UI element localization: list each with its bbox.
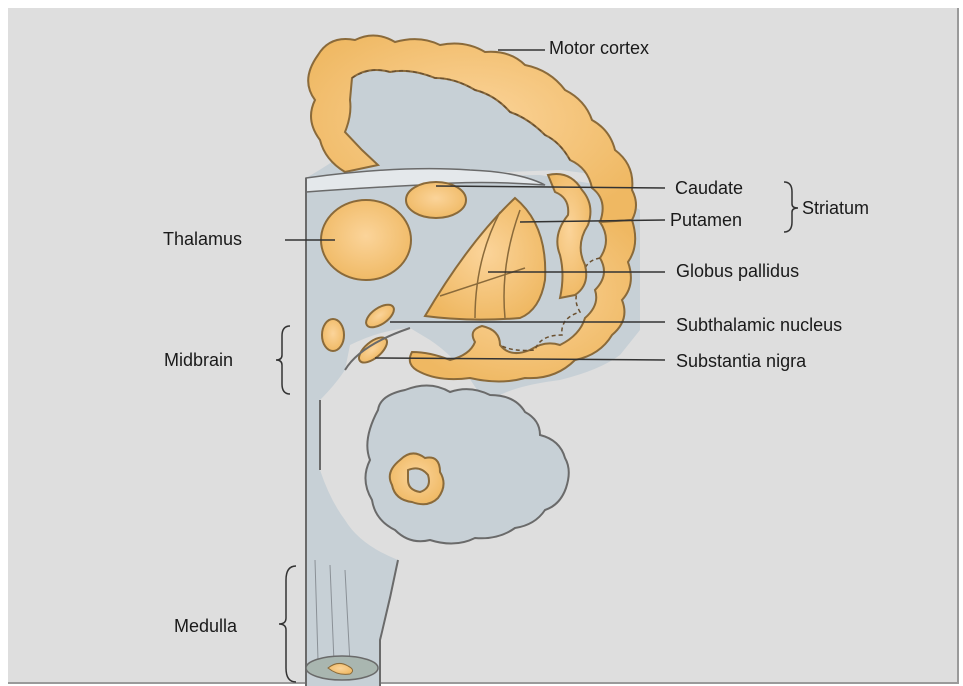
medulla-bracket [279, 566, 296, 682]
left-nucleus-shape [322, 319, 344, 351]
label-globus-pallidus: Globus pallidus [676, 261, 799, 281]
striatum-bracket [784, 182, 798, 232]
label-caudate: Caudate [675, 178, 743, 198]
label-medulla: Medulla [174, 616, 237, 636]
label-thalamus: Thalamus [163, 229, 242, 249]
label-midbrain: Midbrain [164, 350, 233, 370]
label-putamen: Putamen [670, 210, 742, 230]
label-striatum: Striatum [802, 198, 869, 218]
midbrain-bracket [276, 326, 290, 394]
label-subthalamic-nucleus: Subthalamic nucleus [676, 315, 842, 335]
label-motor-cortex: Motor cortex [549, 38, 649, 58]
caudate-shape [406, 182, 466, 218]
label-substantia-nigra: Substantia nigra [676, 351, 806, 371]
